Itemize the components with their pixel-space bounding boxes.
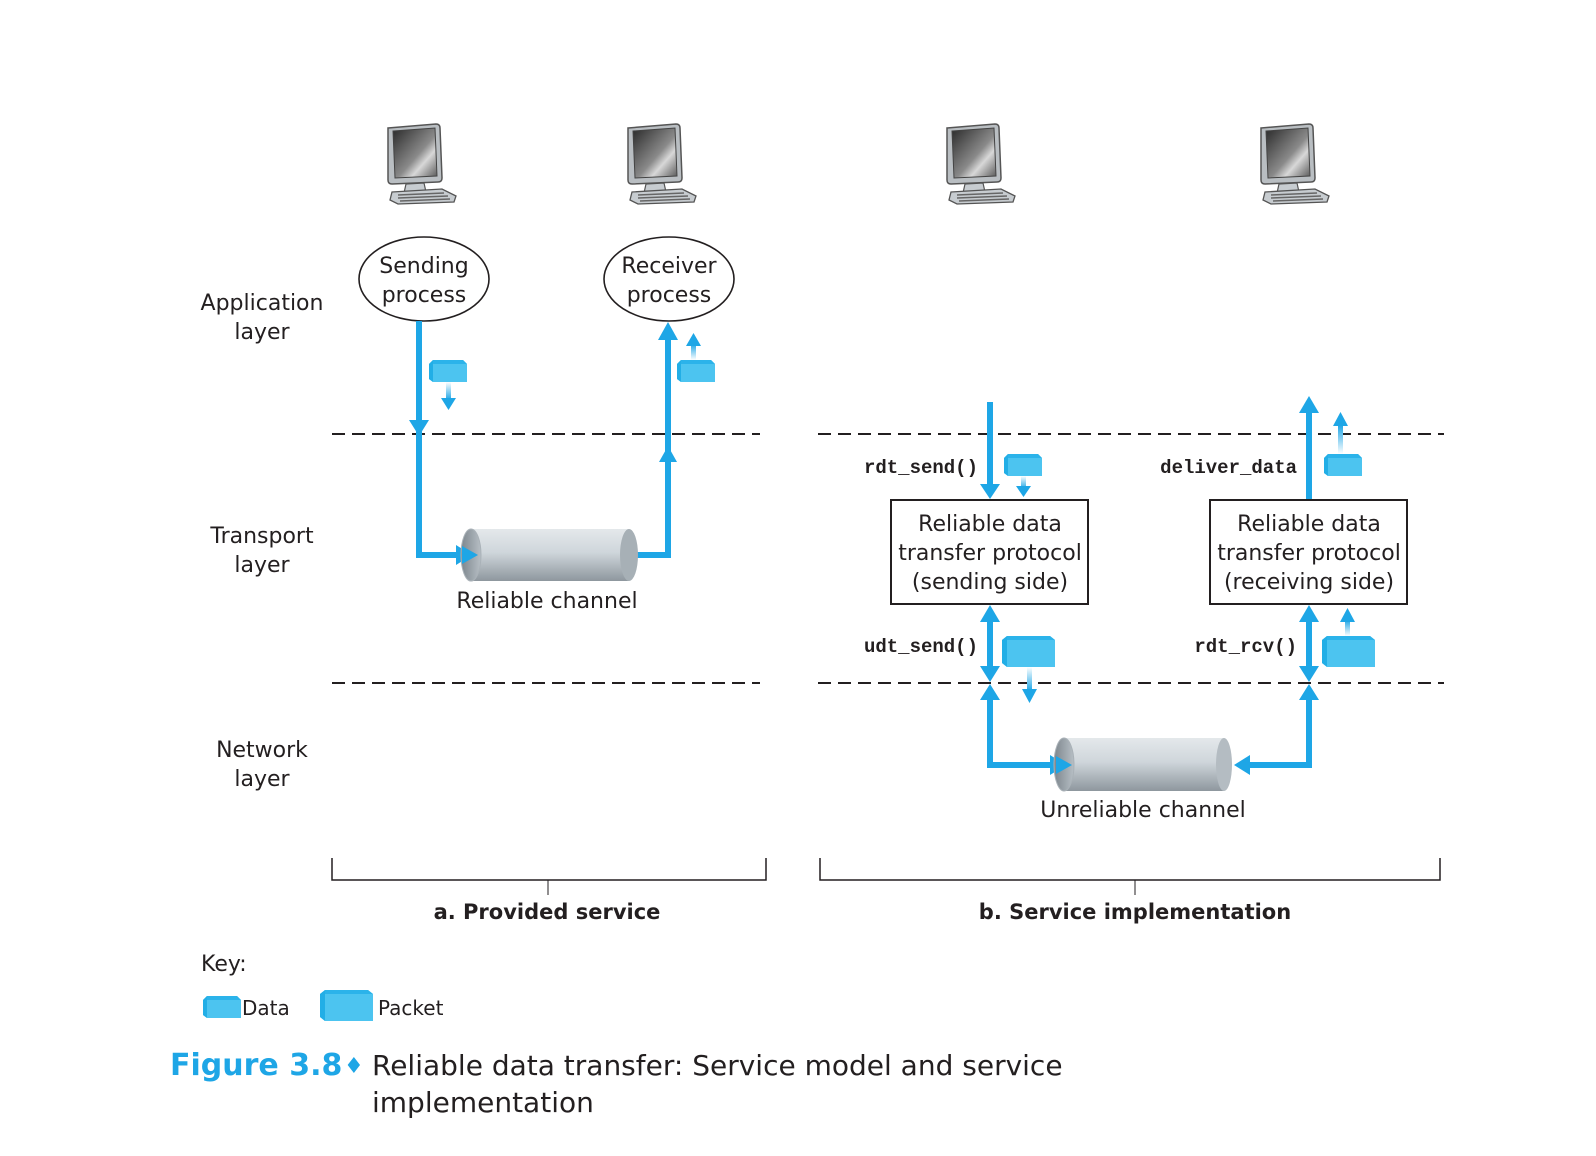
rdt-receiving-box-line-2: transfer protocol: [1217, 541, 1401, 566]
application-layer-label-1: Application: [201, 291, 324, 316]
transport-layer-label-1: Transport: [209, 524, 314, 549]
data-packet-icon: [1004, 454, 1042, 476]
reliable-channel-label: Reliable channel: [456, 589, 637, 614]
sender-host-a-computer-icon: [387, 123, 457, 205]
figure-number: Figure 3.8: [170, 1048, 342, 1083]
network-layer-label-1: Network: [216, 738, 308, 763]
data-up-arrow: [1333, 412, 1348, 454]
caption-separator: ♦: [344, 1054, 364, 1079]
key-packet-label: Packet: [378, 996, 444, 1020]
data-packet-icon: [677, 360, 715, 382]
application-layer-label-2: layer: [234, 320, 290, 345]
key-title: Key:: [201, 952, 247, 977]
network-layer-label-2: layer: [234, 767, 290, 792]
receiver-host-a-computer-icon: [627, 123, 697, 205]
sending-process-ellipse: [358, 236, 490, 322]
rdt-send-label: rdt_send(): [864, 457, 978, 479]
receiver-network-path-arrow: [1234, 684, 1319, 775]
panel-b-title: b. Service implementation: [979, 900, 1291, 924]
data-packet-icon: [429, 360, 467, 382]
rdt-receiving-side-box: [1209, 499, 1408, 605]
rdt-send-arrow: [980, 402, 1000, 499]
data-down-arrow: [441, 382, 456, 410]
unreliable-channel-label: Unreliable channel: [1040, 798, 1246, 823]
packet-up-arrow: [1340, 608, 1355, 636]
rdt-receiving-box-line-1: Reliable data: [1237, 512, 1381, 537]
figure-caption-line-1: Reliable data transfer: Service model an…: [372, 1049, 1063, 1082]
panel-b-bracket: [819, 858, 1441, 895]
receiver-process-ellipse: [603, 236, 735, 322]
key-data-icon: [203, 996, 241, 1018]
rdt-receiving-box-line-3: (receiving side): [1224, 570, 1394, 595]
rdt-rcv-label: rdt_rcv(): [1194, 636, 1297, 658]
transport-layer-label-2: layer: [234, 553, 290, 578]
rdt-sending-box-line-3: (sending side): [912, 570, 1068, 595]
receiver-process-label-1: Receiver: [621, 254, 717, 279]
packet-icon: [1322, 636, 1375, 667]
data-down-arrow: [1016, 476, 1031, 497]
sending-process-label-2: process: [382, 283, 467, 308]
key-packet-icon: [320, 990, 373, 1021]
deliver-data-arrow: [1299, 396, 1319, 499]
panel-a-title: a. Provided service: [434, 900, 661, 924]
unreliable-channel-pipe: [1053, 737, 1232, 792]
sender-host-b-computer-icon: [946, 123, 1016, 205]
key-data-label: Data: [242, 996, 290, 1020]
receiver-host-b-computer-icon: [1260, 123, 1330, 205]
receiver-path-arrow: [636, 322, 678, 558]
data-packet-icon: [1324, 454, 1362, 476]
rdt-rcv-arrow: [1299, 605, 1319, 682]
sender-path-arrow: [409, 321, 472, 565]
udt-send-arrow: [980, 605, 1000, 682]
packet-down-arrow: [1022, 667, 1037, 703]
reliable-channel-pipe: [460, 528, 638, 582]
sender-network-path-arrow: [980, 684, 1066, 775]
deliver-data-label: deliver_data: [1160, 457, 1297, 479]
rdt-sending-box-line-2: transfer protocol: [898, 541, 1082, 566]
rdt-sending-box-line-1: Reliable data: [918, 512, 1062, 537]
receiver-process-label-2: process: [627, 283, 712, 308]
udt-send-label: udt_send(): [864, 636, 978, 658]
figure-caption-line-2: implementation: [372, 1086, 594, 1119]
sending-process-label-1: Sending: [379, 254, 468, 279]
data-up-arrow: [686, 333, 701, 360]
rdt-sending-side-box: [890, 499, 1089, 605]
panel-a-bracket: [331, 858, 767, 895]
packet-icon: [1002, 636, 1055, 667]
